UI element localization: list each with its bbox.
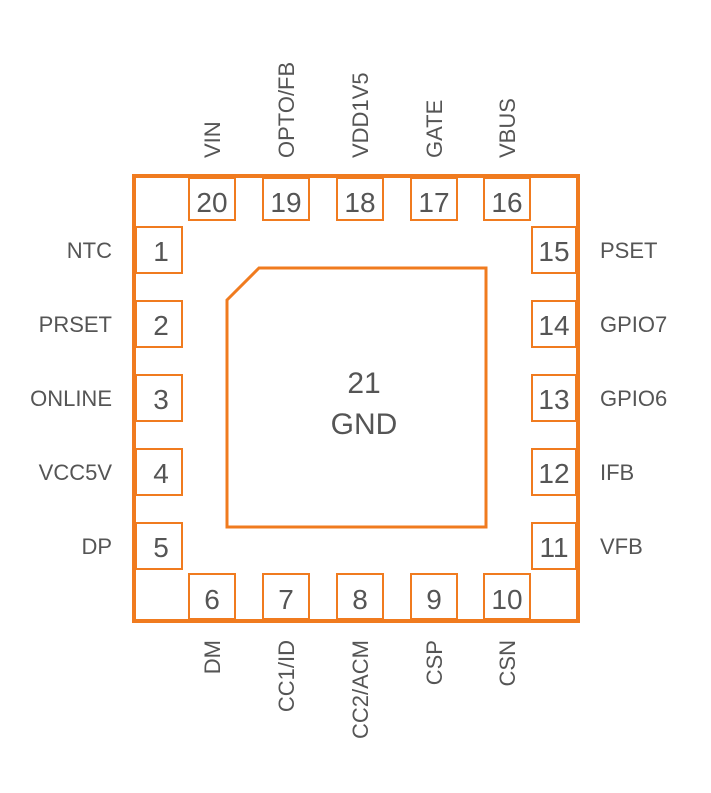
pin-number: 8 <box>352 584 368 615</box>
pin-5: 5 DP <box>81 522 183 570</box>
pin-14: 14 GPIO7 <box>531 300 667 348</box>
pin-pad <box>531 448 577 496</box>
pin-number: 10 <box>491 584 522 615</box>
pin-pad <box>531 522 577 570</box>
pin-3: 3 ONLINE <box>30 374 183 422</box>
pin-number: 1 <box>153 236 169 267</box>
pin-12: 12 IFB <box>531 448 634 496</box>
pin-2: 2 PRSET <box>39 300 183 348</box>
pin-1: 1 NTC <box>67 226 183 274</box>
pin-pad <box>135 226 183 274</box>
pin-pad <box>135 300 183 348</box>
pin-number: 6 <box>204 584 220 615</box>
pin-11: 11 VFB <box>531 522 643 570</box>
pin-number: 7 <box>278 584 294 615</box>
pin-label: PSET <box>600 238 657 263</box>
pin-15: 15 PSET <box>531 226 657 274</box>
pin-pad <box>483 177 531 221</box>
pin-pad <box>410 573 458 620</box>
pin-number: 17 <box>418 187 449 218</box>
pin-label: CSN <box>495 640 520 686</box>
pin-number: 18 <box>344 187 375 218</box>
pin-pad <box>531 374 577 422</box>
pin-pad <box>410 177 458 221</box>
pin-number: 3 <box>153 384 169 415</box>
pin-label: CC1/ID <box>274 640 299 712</box>
pin-label: GPIO6 <box>600 386 667 411</box>
pin-label: IFB <box>600 460 634 485</box>
pin-label: GATE <box>422 100 447 158</box>
pin-pad <box>336 177 384 221</box>
pin-label: GPIO7 <box>600 312 667 337</box>
pin-pad <box>135 448 183 496</box>
pin-label: DP <box>81 534 112 559</box>
pin-label: VCC5V <box>39 460 113 485</box>
pin-number: 14 <box>538 310 569 341</box>
package-outline <box>132 174 580 623</box>
pin-label: NTC <box>67 238 112 263</box>
pin-pad <box>483 573 531 620</box>
pin-number: 15 <box>538 236 569 267</box>
pin-20: 20 VIN <box>188 121 236 221</box>
pin-number: 5 <box>153 532 169 563</box>
exposed-pad-label: GND <box>331 408 398 441</box>
pin-label: DM <box>200 640 225 674</box>
pin-pad <box>531 300 577 348</box>
pin-number: 4 <box>153 458 169 489</box>
pin-17: 17 GATE <box>410 100 458 221</box>
pin-18: 18 VDD1V5 <box>336 72 384 221</box>
pin-label: CC2/ACM <box>348 640 373 739</box>
exposed-pad-number: 21 <box>347 367 380 400</box>
pin-4: 4 VCC5V <box>39 448 183 496</box>
pin-label: PRSET <box>39 312 112 337</box>
pin-pad <box>336 573 384 620</box>
pin-number: 19 <box>270 187 301 218</box>
pin-pad <box>135 374 183 422</box>
pin-number: 20 <box>196 187 227 218</box>
pin-pad <box>188 177 236 221</box>
pin-6: 6DM <box>188 573 236 674</box>
pins-group: 1 NTC 2 PRSET 3 ONLINE 4 VCC5V 5 DP 11 VFB 12 IFB 13 GP… <box>30 62 667 739</box>
pin-number: 9 <box>426 584 442 615</box>
pin-label: OPTO/FB <box>274 62 299 158</box>
pin-number: 11 <box>539 532 568 563</box>
pin-19: 19 OPTO/FB <box>262 62 310 221</box>
pin-label: ONLINE <box>30 386 112 411</box>
pin-pad <box>531 226 577 274</box>
pin-label: CSP <box>422 640 447 685</box>
pin-label: VDD1V5 <box>348 72 373 158</box>
pin-label: VIN <box>200 121 225 158</box>
pin-number: 13 <box>538 384 569 415</box>
exposed-pad <box>225 266 488 529</box>
pin-16: 16 VBUS <box>483 98 531 221</box>
pin-pad <box>262 177 310 221</box>
pin-number: 2 <box>153 310 169 341</box>
pin-pad <box>135 522 183 570</box>
pin-label: VFB <box>600 534 643 559</box>
pin-13: 13 GPIO6 <box>531 374 667 422</box>
pin-pad <box>188 573 236 620</box>
pin-number: 12 <box>538 458 569 489</box>
pin-label: VBUS <box>495 98 520 158</box>
pin-number: 16 <box>491 187 522 218</box>
pin-pad <box>262 573 310 620</box>
